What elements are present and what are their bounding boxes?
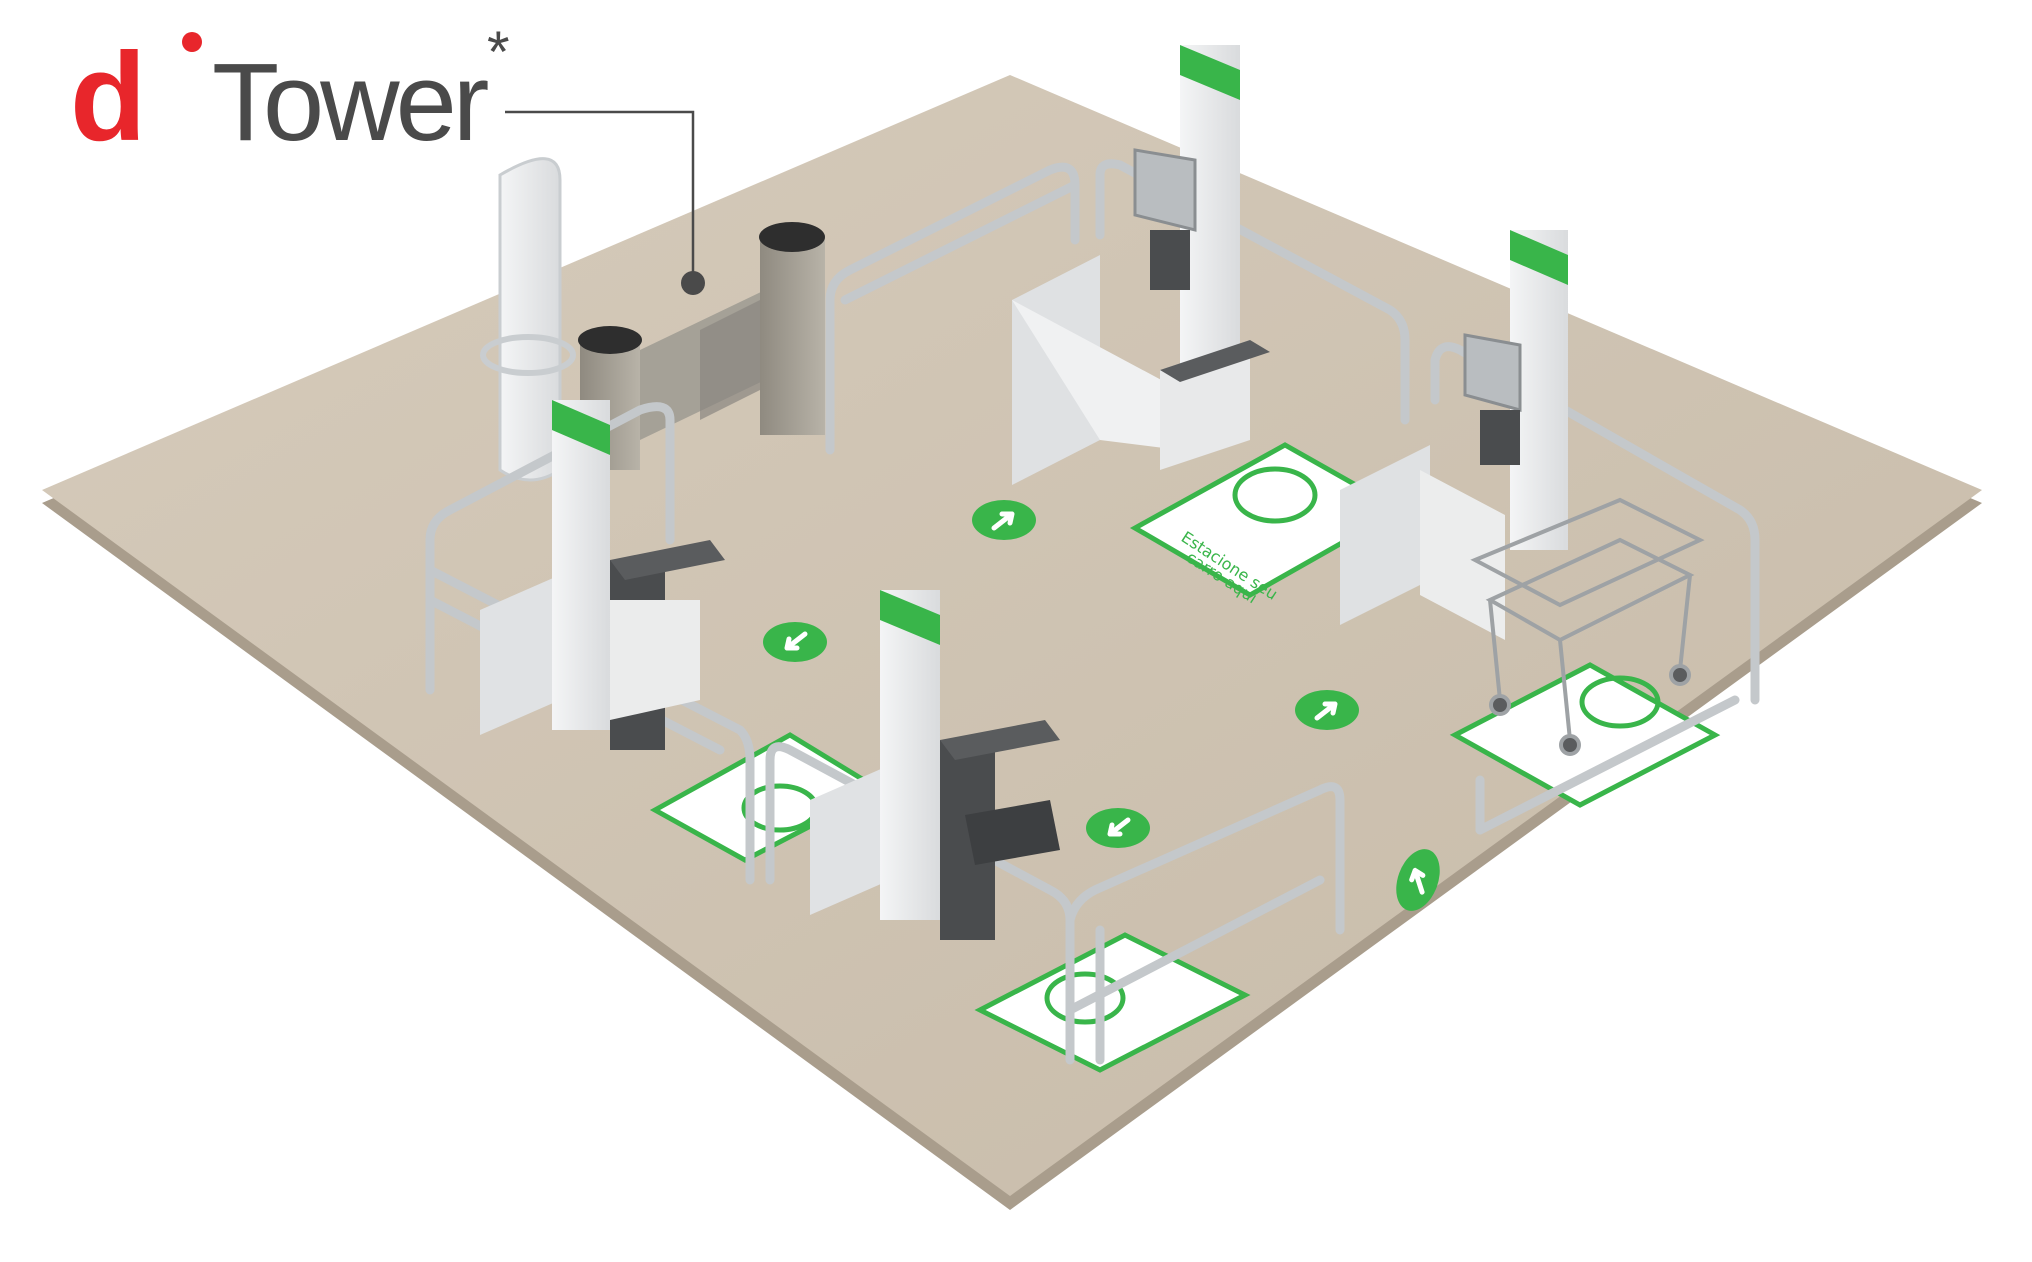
arrow-circle-icon (1295, 690, 1359, 730)
checkout-kiosk-right (1340, 230, 1568, 640)
footnote-marker: * (487, 20, 510, 85)
arrow-circle-icon (1086, 808, 1150, 848)
checkout-kiosk-bottom (810, 590, 1060, 940)
floor-parking-sign-bottom (974, 932, 1251, 1073)
cart-icon (1232, 466, 1318, 524)
basket-icon (965, 800, 1060, 865)
logo-callout-line (505, 110, 705, 295)
logo-mark: d (70, 28, 146, 167)
floor-platform (42, 75, 1982, 1210)
arrow-circle-icon (972, 500, 1036, 540)
floor-parking-sign-far-right (1449, 662, 1721, 808)
checkout-kiosk-left (480, 400, 725, 750)
checkout-kiosk-top (1012, 45, 1270, 485)
d-tower-logo: d Tower * (70, 20, 510, 167)
logo-dot (182, 32, 202, 52)
tower-pillar (480, 157, 576, 482)
logo-name: Tower (212, 41, 488, 164)
shopping-cart (1470, 497, 1705, 756)
arrow-circle-icon (763, 622, 827, 662)
